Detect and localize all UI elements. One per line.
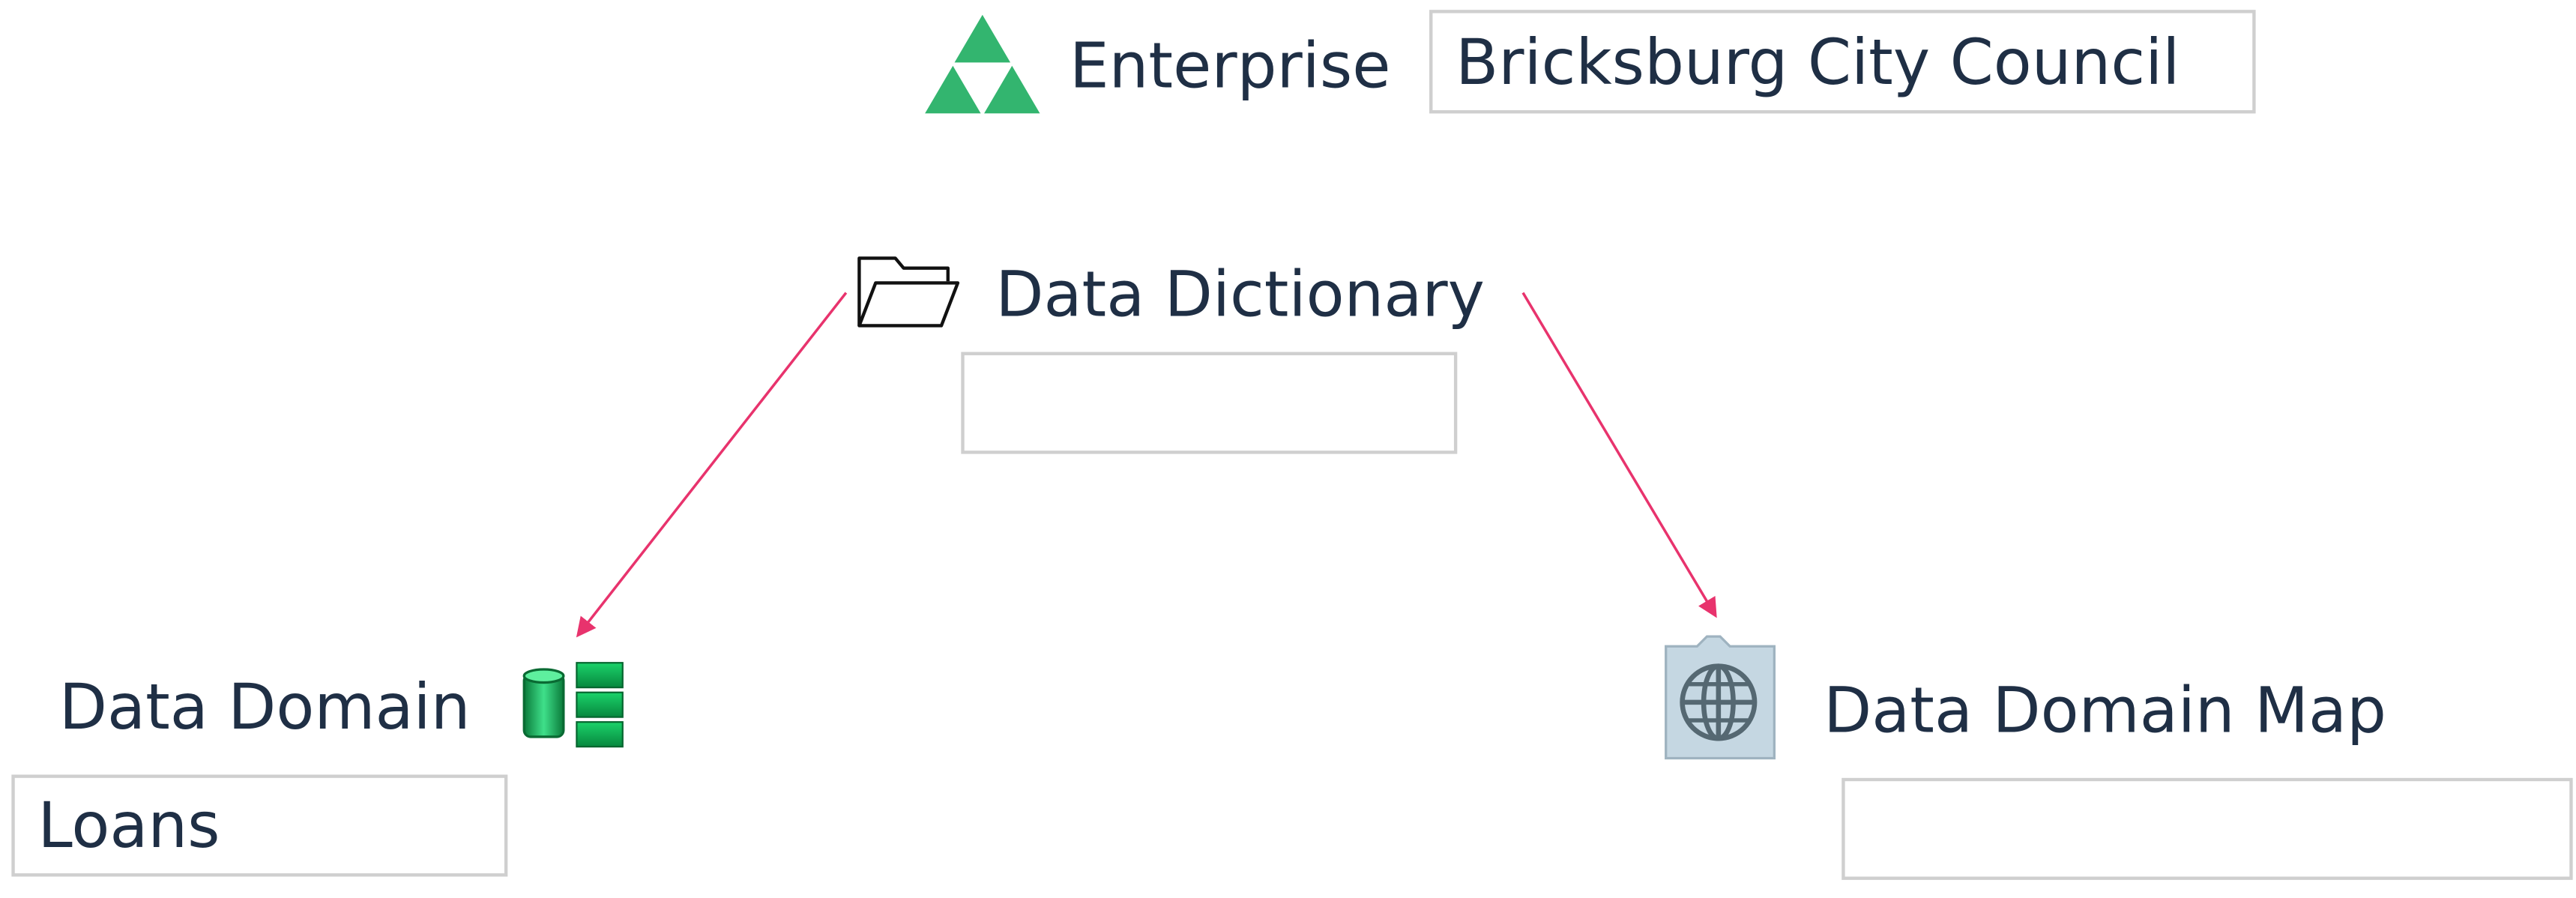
arrow-dictionary-to-domain-map: [1521, 292, 1717, 618]
folder-icon: [857, 256, 960, 328]
globe-icon: [1665, 635, 1776, 760]
domain-label: Data Domain: [58, 671, 471, 744]
domain-map-name-field[interactable]: [1841, 777, 2573, 880]
domain-name-field[interactable]: Loans: [11, 774, 508, 877]
domain-map-label: Data Domain Map: [1824, 674, 2386, 747]
triforce-icon: [925, 14, 1040, 114]
dictionary-label: Data Dictionary: [995, 258, 1485, 331]
enterprise-label: Enterprise: [1069, 29, 1391, 103]
database-table-icon: [522, 662, 624, 748]
arrow-dictionary-to-domain: [576, 292, 848, 638]
enterprise-name-field[interactable]: Bricksburg City Council: [1429, 10, 2256, 114]
dictionary-name-field[interactable]: [961, 352, 1458, 454]
